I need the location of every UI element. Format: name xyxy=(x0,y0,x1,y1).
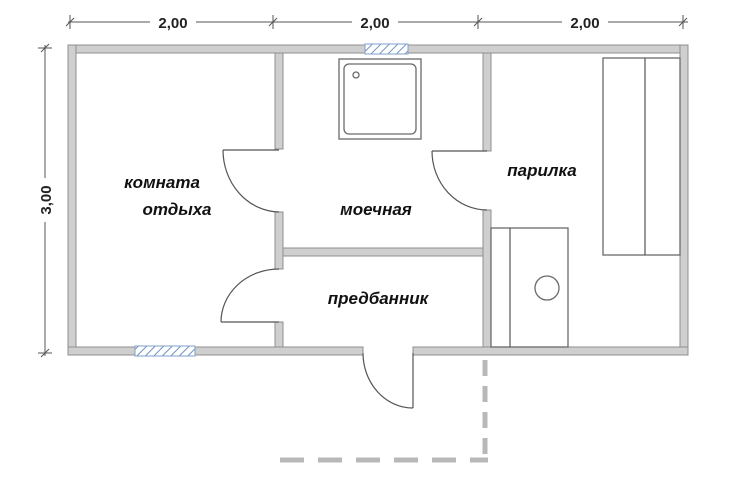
dimension-label-bg xyxy=(36,178,56,222)
room-label-rest-room-2: отдыха xyxy=(143,200,212,219)
bench-body xyxy=(602,57,681,256)
dimension-label-bg xyxy=(562,14,608,32)
door-swing-arc xyxy=(220,268,280,323)
wall-left xyxy=(67,44,77,356)
window-top xyxy=(364,43,409,55)
interior-walls xyxy=(274,52,492,348)
wall-bottom-left xyxy=(67,346,364,356)
wall-interior-left-lower xyxy=(274,321,284,348)
left-dimension: 3,00 xyxy=(36,43,56,358)
sauna-bench xyxy=(602,57,681,256)
wall-interior-horizontal xyxy=(282,247,484,257)
wall-bottom-right xyxy=(412,346,689,356)
wall-interior-right-upper xyxy=(482,52,492,152)
room-label-dressing-room: предбанник xyxy=(328,289,430,308)
dimension-label-left: 3,00 xyxy=(38,185,55,214)
shower-tray-inner xyxy=(343,63,417,135)
dimension-label-bg xyxy=(352,14,398,32)
shower-tray xyxy=(338,58,422,140)
porch-outline xyxy=(280,360,488,463)
wall-right xyxy=(679,44,689,356)
door-steam-room xyxy=(431,150,488,211)
door-rest-room-upper xyxy=(222,149,280,213)
door-swing-arc xyxy=(431,150,488,211)
wall-interior-left-upper xyxy=(274,52,284,150)
sauna-stove xyxy=(490,227,569,348)
dimension-label-top-3: 2,00 xyxy=(570,15,599,32)
wall-interior-right-lower xyxy=(482,209,492,348)
dimension-label-bg xyxy=(150,14,196,32)
dimension-label-top-1: 2,00 xyxy=(158,15,187,32)
stove-burner-icon xyxy=(534,275,560,301)
room-label-washroom: моечная xyxy=(340,200,412,219)
door-rest-room-lower xyxy=(220,268,280,323)
door-entrance xyxy=(362,352,414,409)
door-swing-arc xyxy=(222,149,280,213)
top-dimension: 2,00 2,00 2,00 xyxy=(65,14,688,32)
door-swing-arc xyxy=(362,352,414,409)
window-bottom xyxy=(134,345,196,357)
room-label-steam-room: парилка xyxy=(507,161,576,180)
wall-interior-left-middle xyxy=(274,211,284,270)
shower-drain-icon xyxy=(352,71,360,79)
room-label-rest-room-1: комната xyxy=(124,173,200,192)
dimension-label-top-2: 2,00 xyxy=(360,15,389,32)
